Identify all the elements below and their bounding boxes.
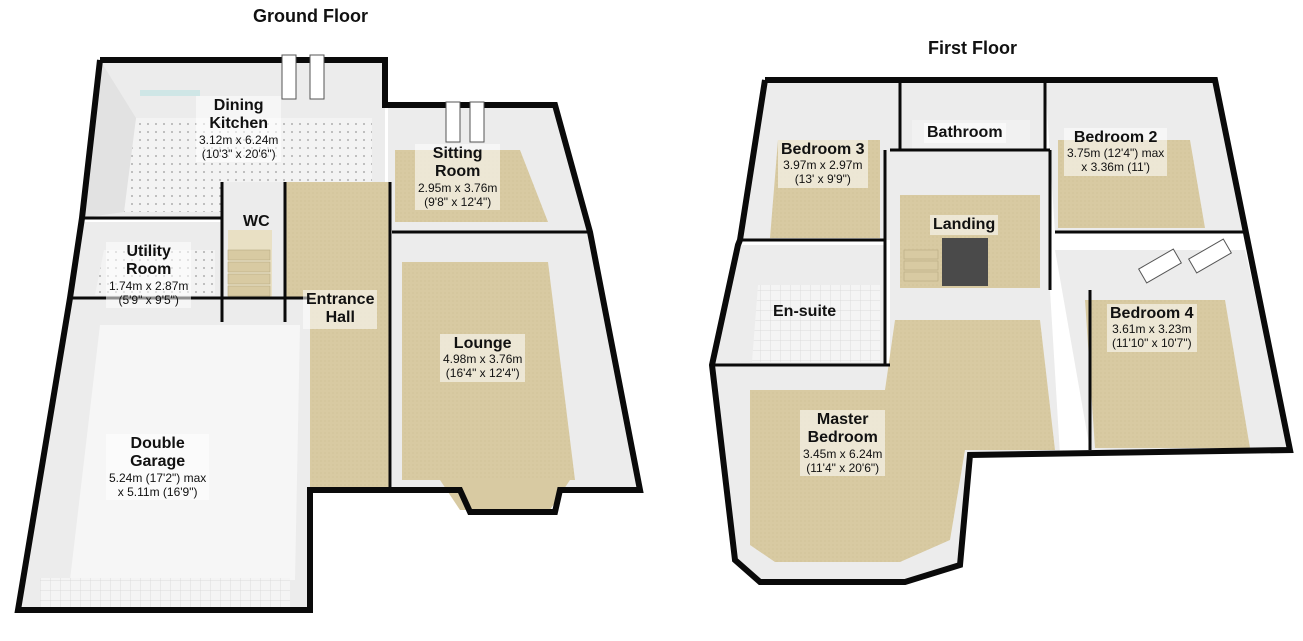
- lounge-label: Lounge 4.98m x 3.76m (16'4" x 12'4"): [440, 334, 526, 382]
- master-bedroom-label: Master Bedroom 3.45m x 6.24m (11'4" x 20…: [800, 410, 886, 477]
- entrance-hall-room: [285, 182, 390, 490]
- entrance-hall-label: Entrance Hall: [303, 290, 378, 329]
- bathroom-label: Bathroom: [924, 123, 1006, 144]
- en-suite-label: En-suite: [773, 303, 837, 320]
- master-bedroom-room: [712, 290, 1060, 580]
- ground-floor-title: Ground Floor: [253, 6, 368, 26]
- first-floor-title: First Floor: [928, 38, 1017, 58]
- double-garage-label: Double Garage 5.24m (17'2") max x 5.11m …: [106, 434, 210, 501]
- en-suite-room: [712, 245, 885, 365]
- sitting-room-label: Sitting Room 2.95m x 3.76m (9'8" x 12'4"…: [415, 144, 501, 211]
- landing-label: Landing: [930, 215, 999, 236]
- bedroom-4-label: Bedroom 4 3.61m x 3.23m (11'10" x 10'7"): [1107, 304, 1197, 352]
- dining-kitchen-label: Dining Kitchen 3.12m x 6.24m (10'3" x 20…: [196, 96, 282, 163]
- utility-room-label: Utility Room 1.74m x 2.87m (5'9" x 9'5"): [106, 242, 192, 309]
- wc-label: WC: [243, 213, 270, 230]
- ground-floor-plan: [14, 54, 644, 613]
- bedroom-3-label: Bedroom 3 3.97m x 2.97m (13' x 9'9"): [778, 140, 868, 188]
- bedroom-2-label: Bedroom 2 3.75m (12'4") max x 3.36m (11'…: [1064, 128, 1168, 176]
